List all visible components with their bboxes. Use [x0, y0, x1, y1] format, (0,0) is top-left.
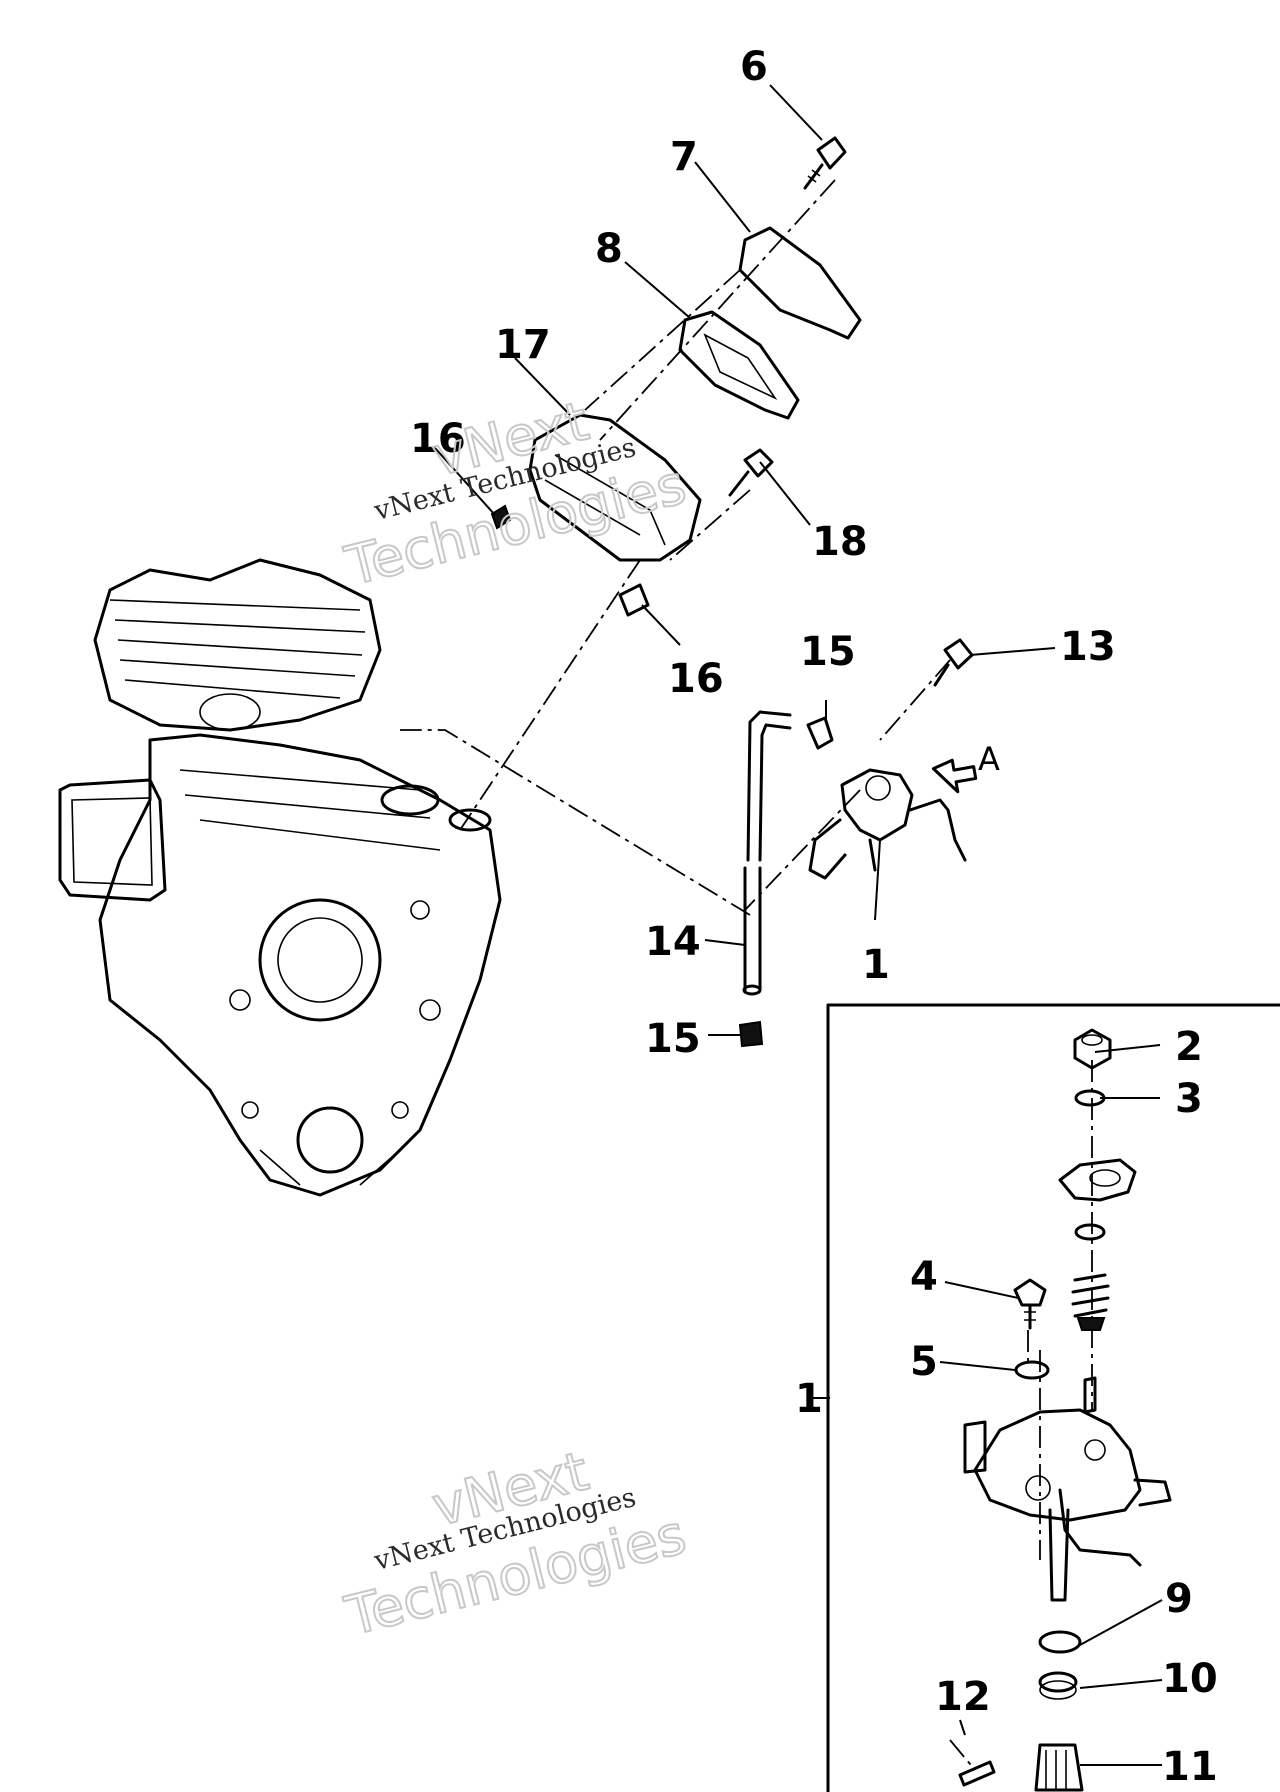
washer-5 — [1014, 1360, 1050, 1380]
pump-cover-17 — [528, 413, 702, 562]
callout-10: 10 — [1162, 1656, 1218, 1702]
leader-lines — [434, 84, 1163, 1766]
nut-16-lower — [618, 583, 650, 617]
spring — [1071, 1273, 1110, 1331]
gear-11 — [1034, 1743, 1084, 1792]
callout-3: 3 — [1175, 1076, 1203, 1122]
o-ring-9 — [1038, 1630, 1082, 1654]
callout-a: A — [978, 740, 1000, 778]
callout-9: 9 — [1165, 1576, 1193, 1622]
bolt-13 — [933, 638, 974, 687]
callout-1-inset: 1 — [795, 1376, 823, 1422]
callout-15-upper: 15 — [800, 629, 856, 675]
bolt-6 — [803, 136, 847, 190]
engine-block — [58, 558, 502, 1197]
watermark-lower: vNext vNext Technologies Technologies — [338, 1438, 693, 1649]
callout-13: 13 — [1060, 624, 1116, 670]
watermark-upper: vNext vNext Technologies Technologies — [338, 388, 693, 599]
gasket-8 — [678, 310, 800, 420]
callout-18: 18 — [812, 519, 868, 565]
callout-1: 1 — [862, 942, 890, 988]
callout-6: 6 — [740, 44, 768, 90]
callout-16-upper: 16 — [410, 416, 466, 462]
view-arrow-a — [931, 758, 978, 794]
assembly-guide-lines — [400, 179, 1093, 1771]
callout-14: 14 — [645, 919, 701, 965]
bolt-18 — [728, 448, 774, 497]
oil-hose-14 — [742, 710, 792, 996]
collar-10 — [1038, 1671, 1078, 1700]
callout-17: 17 — [495, 322, 551, 368]
washer-3 — [1074, 1089, 1106, 1107]
clamp-15-lower — [738, 1020, 764, 1048]
oil-pump-1 — [808, 768, 967, 880]
callout-11: 11 — [1162, 1744, 1218, 1790]
callout-labels: 6 7 8 17 16 18 16 15 13 A 14 1 15 2 3 4 … — [410, 44, 1218, 1790]
callout-8: 8 — [595, 226, 623, 272]
callout-2: 2 — [1175, 1024, 1203, 1070]
callout-16-lower: 16 — [668, 656, 724, 702]
callout-12: 12 — [935, 1674, 991, 1720]
callout-15-lower: 15 — [645, 1016, 701, 1062]
nut-2 — [1073, 1028, 1112, 1070]
nut-16-upper — [490, 504, 512, 530]
callout-4: 4 — [910, 1254, 938, 1300]
callout-5: 5 — [910, 1339, 938, 1385]
cam-plate — [1058, 1158, 1137, 1202]
washer — [1074, 1223, 1106, 1241]
pump-detail-inset — [826, 1003, 1280, 1792]
pin-12 — [958, 1760, 996, 1787]
bolt-4 — [1013, 1278, 1047, 1330]
cover-plate-7 — [738, 226, 862, 340]
pump-body — [963, 1376, 1172, 1602]
clamp-15-upper — [806, 716, 834, 750]
callout-7: 7 — [670, 134, 698, 180]
